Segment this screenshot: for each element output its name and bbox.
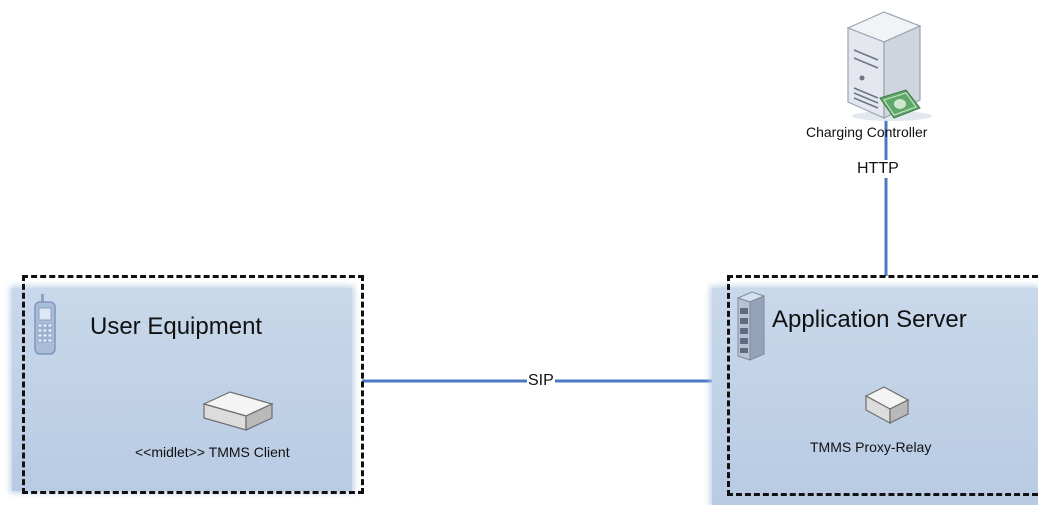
application-server-node[interactable]: [727, 275, 1038, 496]
tmms-client-label: <<midlet>> TMMS Client: [135, 444, 290, 460]
component-box-icon: [202, 391, 274, 431]
user-equipment-panel: [12, 288, 352, 491]
user-equipment-title: User Equipment: [90, 313, 263, 340]
application-server-title: Application Server: [772, 306, 967, 333]
component-box-icon: [864, 386, 910, 425]
http-label: HTTP: [856, 160, 900, 178]
user-equipment-node[interactable]: [22, 275, 364, 494]
tmms-proxy-relay-label: TMMS Proxy-Relay: [810, 439, 932, 455]
server-rack-icon: [736, 291, 766, 361]
charging-controller-label: Charging Controller: [806, 124, 928, 140]
sip-label: SIP: [527, 372, 555, 390]
money-icon: [879, 89, 921, 119]
mobile-phone-icon: [34, 294, 56, 355]
